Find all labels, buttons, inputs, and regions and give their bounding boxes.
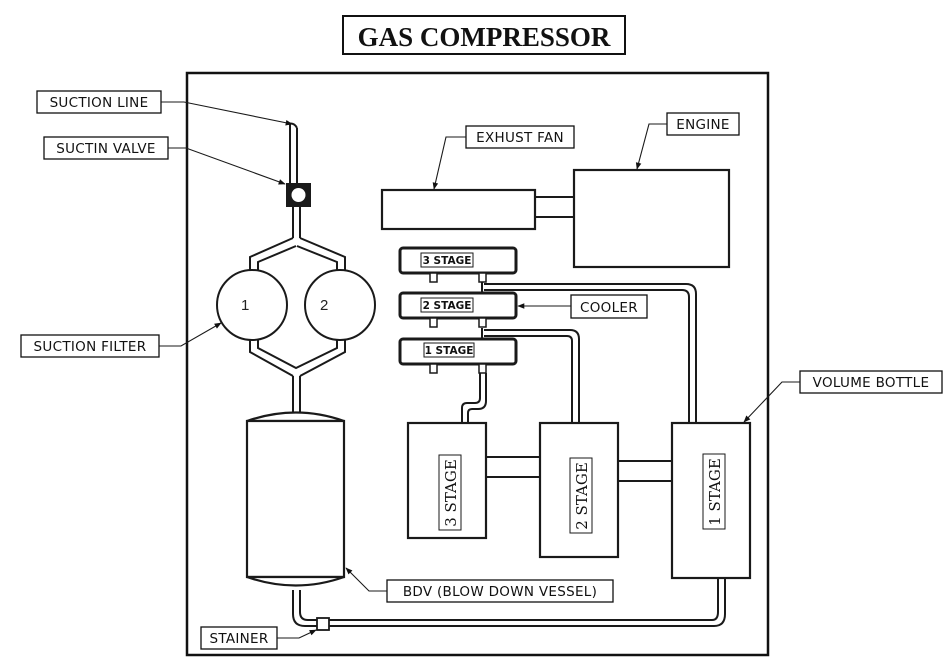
callout-exhaust-fan: EXHUST FAN	[432, 125, 575, 190]
strainer	[316, 617, 330, 631]
filter-manifold-top	[249, 237, 346, 272]
callout-cooler: COOLER	[517, 294, 648, 319]
compressor-stage-3: 3 STAGE	[406, 421, 488, 540]
skid-frame	[185, 71, 770, 657]
callout-label: EXHUST FAN	[476, 130, 564, 146]
callout-label: COOLER	[580, 300, 638, 316]
suction-filter-2: 2	[304, 269, 376, 341]
cooler-label: 3 STAGE	[423, 255, 472, 267]
blow-down-vessel	[245, 411, 346, 587]
filter-manifold-bottom	[249, 338, 346, 377]
diagram-title: GAS COMPRESSOR	[358, 22, 611, 52]
callout-bdv: BDV (BLOW DOWN VESSEL)	[345, 567, 614, 603]
callout-label: SUCTION LINE	[50, 95, 149, 111]
cooler-section-3: 3 STAGE	[398, 246, 518, 283]
callout-suction-filter: SUCTION FILTER	[20, 322, 222, 358]
callout-label: BDV (BLOW DOWN VESSEL)	[403, 584, 597, 600]
filter-number: 2	[320, 297, 328, 314]
callout-label: SUCTION FILTER	[34, 339, 147, 355]
cooler-label: 1 STAGE	[425, 345, 474, 357]
compressor-stage-2: 2 STAGE	[538, 421, 620, 559]
callout-label: SUCTIN VALVE	[56, 141, 156, 157]
suction-line-pipe	[287, 122, 298, 183]
callout-suction-valve: SUCTIN VALVE	[43, 136, 286, 185]
callout-label: ENGINE	[676, 117, 730, 133]
engine	[572, 168, 731, 269]
suction-filter-1: 1	[216, 269, 288, 341]
exhaust-fan	[380, 188, 537, 231]
stage-label: 2 STAGE	[573, 462, 591, 530]
title-box: GAS COMPRESSOR	[342, 15, 626, 55]
stage-label: 3 STAGE	[442, 459, 460, 527]
callout-suction-line: SUCTION LINE	[36, 90, 293, 126]
cooler-section-2: 2 STAGE	[398, 291, 518, 328]
callout-strainer: STAINER	[200, 626, 317, 650]
cooler-label: 2 STAGE	[423, 300, 472, 312]
suction-valve	[286, 183, 311, 207]
callout-engine: ENGINE	[635, 112, 740, 170]
discharge-return-pipe	[292, 578, 726, 627]
filter-number: 1	[241, 297, 249, 314]
callout-label: VOLUME BOTTLE	[813, 375, 930, 391]
callout-volume-bottle: VOLUME BOTTLE	[743, 370, 943, 423]
compressor-stage-1-volume-bottle: 1 STAGE	[670, 421, 752, 580]
stage-label: 1 STAGE	[706, 458, 724, 526]
cooler-section-1: 1 STAGE	[398, 337, 518, 374]
cooler-pipes	[461, 282, 697, 423]
callout-label: STAINER	[209, 631, 268, 647]
